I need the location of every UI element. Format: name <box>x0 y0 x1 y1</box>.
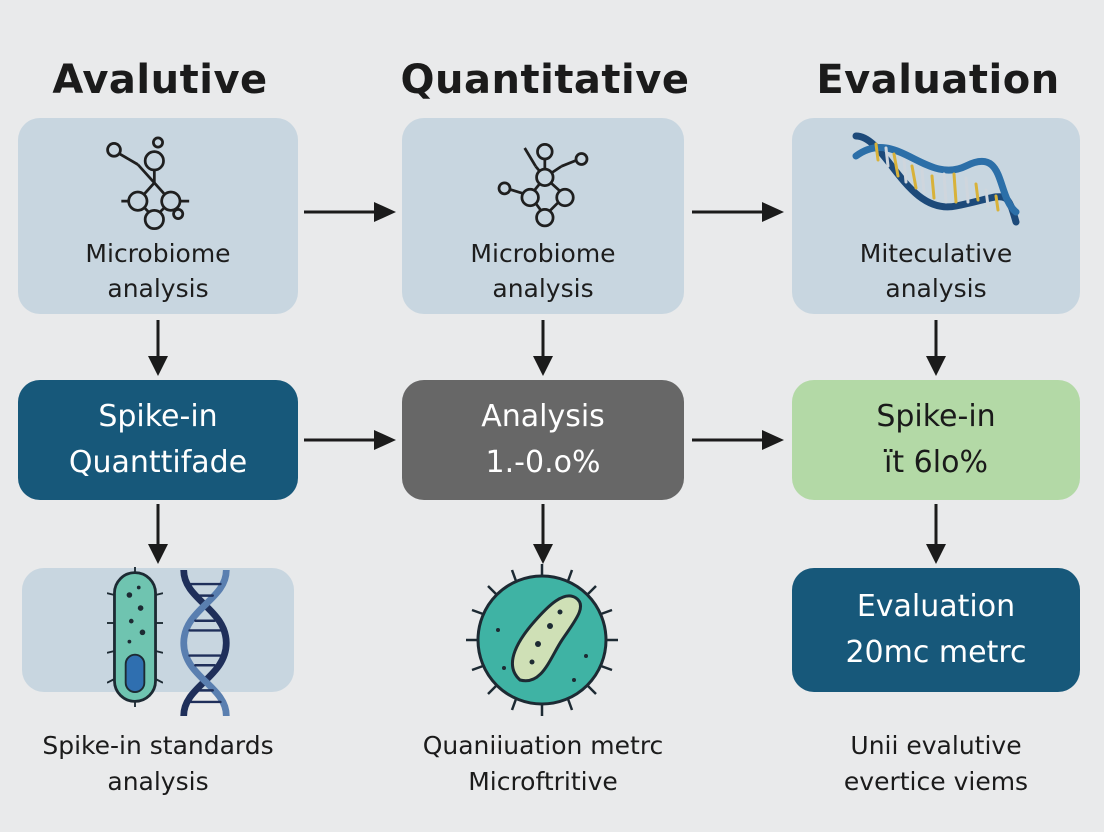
top-card-microbiome-1: Microbiome analysis <box>18 118 298 314</box>
caption-line2: evertice viems <box>843 767 1029 796</box>
middle-card-line1: Analysis <box>481 399 605 434</box>
middle-card-spike-in-quant: Spike-in Quanttifade <box>18 380 298 500</box>
molecule-network-icon <box>106 136 190 231</box>
middle-card-line2: Quanttifade <box>68 445 248 480</box>
top-card-line1: Microbiome <box>85 239 231 268</box>
arrow-down-col3-bottom <box>926 504 946 564</box>
column-header-avalutive: Avalutive <box>52 57 268 103</box>
caption-evaluative-views: Unii evalutive evertice viems <box>786 728 1086 800</box>
bottom-card-spike-in-standards <box>22 567 294 716</box>
column-header-quantitative: Quantitative <box>400 57 690 103</box>
caption-line1: Quaniiuation metrc <box>422 731 664 760</box>
middle-card-spike-in-green: Spike-in ït 6lo% <box>792 380 1080 500</box>
arrow-down-col1-top <box>148 320 168 376</box>
arrow-right-top-2 <box>692 202 784 222</box>
top-card-line2: analysis <box>492 274 594 303</box>
middle-card-line1: Spike-in <box>98 399 218 434</box>
top-card-label: Microbiome analysis <box>85 236 230 306</box>
arrow-right-middle-2 <box>692 430 784 450</box>
arrow-down-col1-bottom <box>148 504 168 564</box>
arrow-right-middle-1 <box>304 430 396 450</box>
bacterium-icon <box>107 567 163 707</box>
top-card-label: Microbiome analysis <box>470 236 615 306</box>
caption-line2: Microftritive <box>468 767 618 796</box>
bottom-card-evaluation-metric: Evaluation 20mc metrc <box>792 568 1080 692</box>
arrow-down-col2-bottom <box>533 504 553 564</box>
top-card-line1: Miteculative <box>859 239 1013 268</box>
dna-helix-icon <box>852 132 1020 226</box>
middle-card-line2: ït 6lo% <box>884 445 988 480</box>
caption-line2: analysis <box>107 767 209 796</box>
top-card-line1: Microbiome <box>470 239 616 268</box>
middle-card-line1: Spike-in <box>876 399 996 434</box>
top-card-line2: analysis <box>885 274 987 303</box>
middle-card-line2: 1.-0.o% <box>485 445 601 480</box>
top-card-label: Miteculative analysis <box>860 236 1012 306</box>
caption-line1: Unii evalutive <box>850 731 1022 760</box>
caption-line1: Spike-in standards <box>42 731 274 760</box>
top-card-miteculative: Miteculative analysis <box>792 118 1080 314</box>
column-header-evaluation: Evaluation <box>816 57 1060 103</box>
bottom-card-line2: 20mc metrc <box>845 635 1027 670</box>
top-card-line2: analysis <box>107 274 209 303</box>
arrow-down-col3-top <box>926 320 946 376</box>
dna-helix-icon <box>180 570 230 716</box>
caption-quantification-metric: Quaniiuation metrc Microftritive <box>388 728 698 800</box>
middle-card-analysis: Analysis 1.-0.o% <box>402 380 684 500</box>
caption-spike-in-standards: Spike-in standards analysis <box>8 728 308 800</box>
microbe-cell-icon <box>466 564 618 716</box>
top-card-microbiome-2: Microbiome analysis <box>402 118 684 314</box>
arrow-right-top-1 <box>304 202 396 222</box>
arrow-down-col2-top <box>533 320 553 376</box>
molecule-network-icon <box>497 142 589 228</box>
bottom-card-line1: Evaluation <box>856 589 1016 624</box>
